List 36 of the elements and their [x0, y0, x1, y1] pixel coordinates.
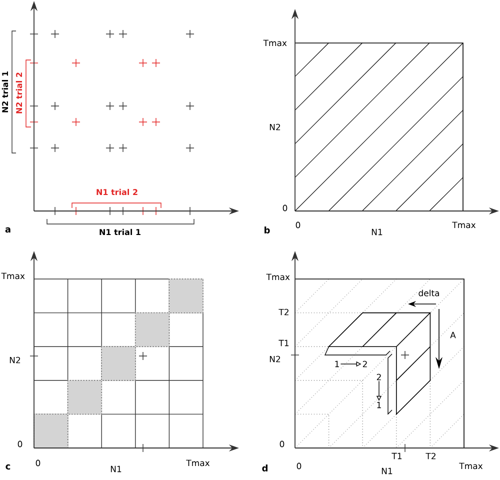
tick-label: T2	[278, 308, 290, 316]
axis-label: N1	[380, 467, 394, 475]
tick-label: T1	[278, 339, 290, 347]
axis-label: N1	[370, 228, 384, 236]
bracket-label: N2 trial 1	[1, 70, 9, 114]
tick-label: Tmax	[0, 272, 26, 280]
step-number: 1	[334, 360, 340, 368]
step-number: 2	[376, 373, 382, 381]
axis-label: N1	[109, 465, 123, 473]
tick-label: 0	[16, 440, 24, 448]
tick-label: 0	[34, 459, 42, 468]
tick-label: 0	[296, 462, 302, 470]
panel-letter: a	[4, 226, 12, 234]
tick-label: Tmax	[451, 221, 477, 229]
arrow-label: A	[449, 331, 457, 339]
axis-label: N2	[268, 123, 282, 131]
bracket-label: N1 trial 1	[98, 228, 142, 236]
tick-label: Tmax	[266, 273, 291, 281]
tick-label: 0	[278, 440, 286, 448]
panel-letter: c	[4, 464, 12, 470]
tick-label: 0	[282, 204, 288, 212]
axis-label: N2	[8, 356, 22, 364]
tick-label: Tmax	[185, 459, 211, 467]
tick-label: T2	[424, 452, 438, 460]
tick-label: 0	[294, 221, 302, 230]
panel-letter: d	[260, 464, 270, 472]
arrow-label: delta	[417, 288, 441, 298]
step-number: 1	[376, 401, 382, 409]
panel-letter: b	[262, 226, 272, 234]
tick-label: Tmax	[262, 39, 288, 47]
bracket-label: N2 trial 2	[15, 71, 23, 115]
bracket-label: N1 trial 2	[95, 188, 139, 196]
tick-label: Tmax	[458, 462, 484, 470]
tick-label: T1	[390, 452, 404, 460]
axis-label: N2	[268, 355, 282, 363]
step-number: 2	[362, 360, 368, 368]
